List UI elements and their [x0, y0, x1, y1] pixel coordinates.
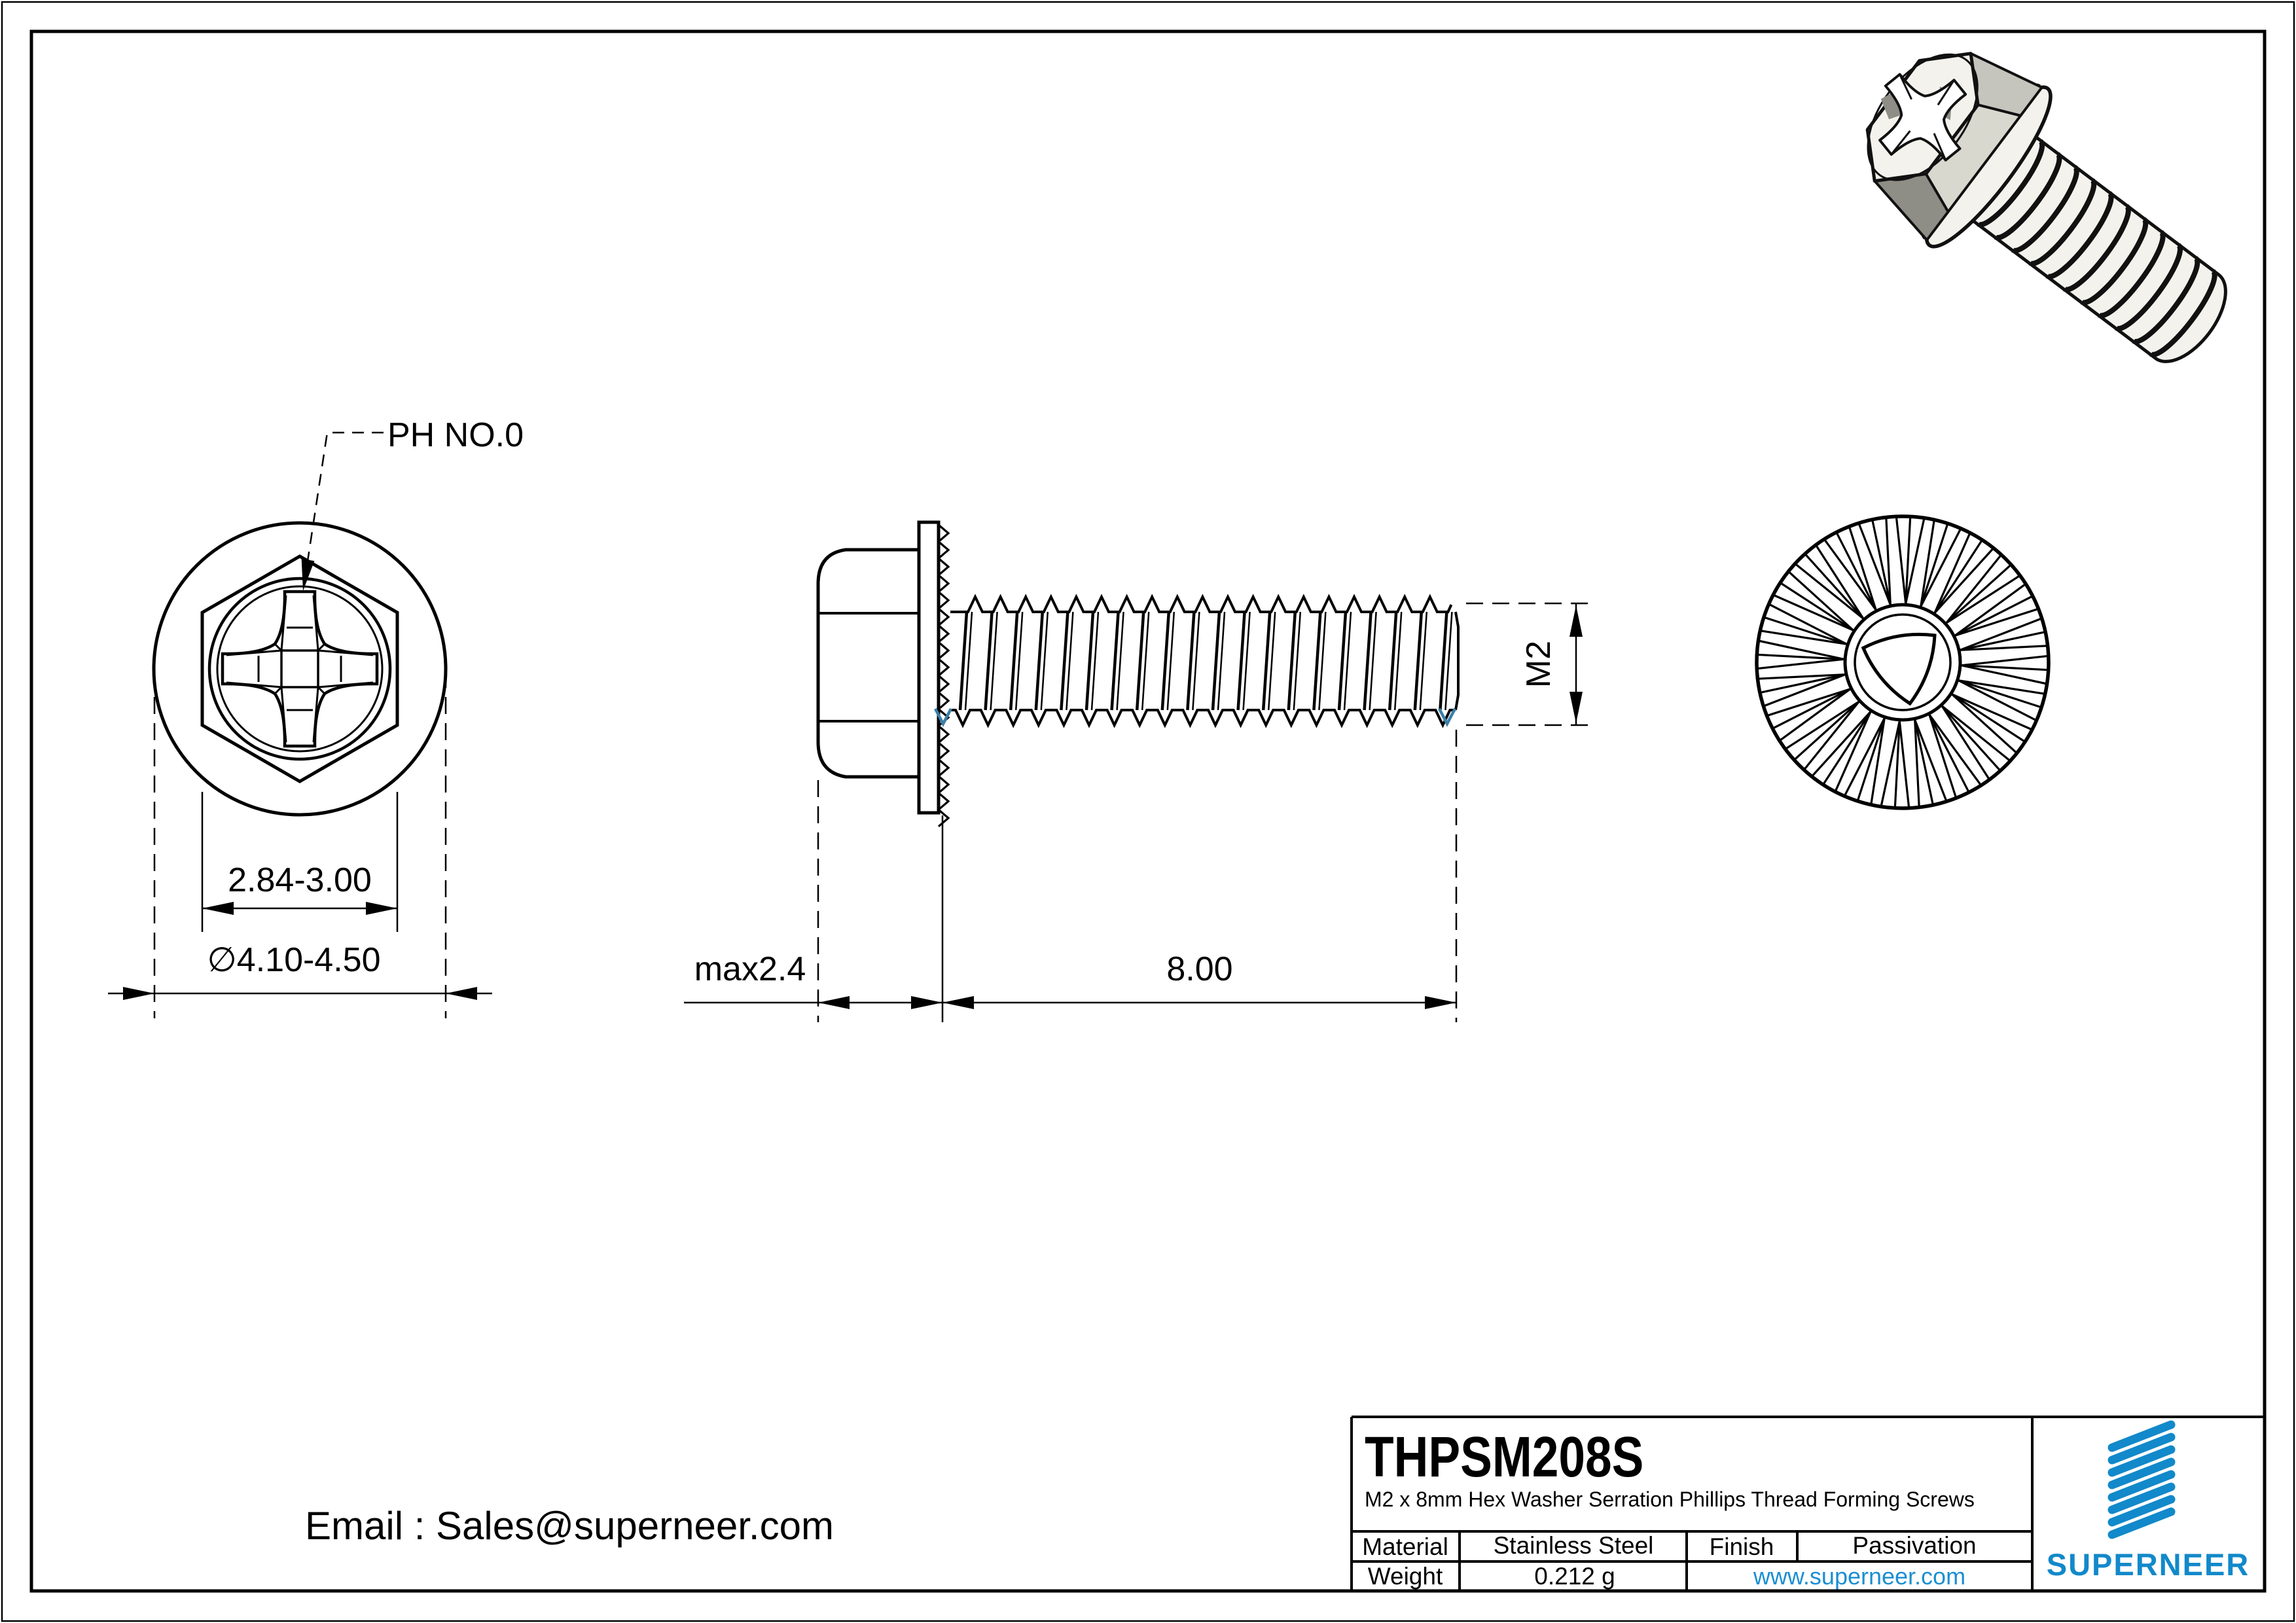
flange-outline-circle — [152, 521, 448, 817]
thread-end-face — [1454, 611, 1460, 711]
material-value: Stainless Steel — [1494, 1532, 1654, 1559]
head-top-circle — [207, 577, 392, 761]
part-number: THPSM208S — [1365, 1425, 1643, 1489]
front-view — [108, 431, 492, 1018]
material-label: Material — [1362, 1533, 1448, 1560]
dimension-arrowheads — [123, 559, 1583, 1009]
phillips-3d — [1878, 73, 1967, 162]
finish-value: Passivation — [1852, 1532, 1976, 1559]
arrowhead-icon — [911, 996, 942, 1009]
arrowhead-icon — [446, 987, 477, 1000]
washer-flange-profile — [917, 520, 941, 815]
logo-stripe — [2108, 1433, 2176, 1465]
arrowhead-icon — [1425, 996, 1456, 1009]
washer-serrations — [1757, 516, 2049, 808]
head-height-label: max2.4 — [694, 950, 806, 988]
arrowhead-icon — [202, 902, 234, 915]
hex-head-profile — [816, 548, 921, 779]
flange-serration-zigzag — [937, 524, 950, 828]
logo-stripe — [2108, 1457, 2176, 1489]
serration-inner-ring — [1843, 603, 1962, 722]
phillips-callout-label: PH NO.0 — [387, 416, 524, 454]
thread-end-mark — [1438, 707, 1456, 727]
flange-extension-lines — [153, 671, 447, 1018]
website-link[interactable]: www.superneer.com — [1753, 1563, 1965, 1590]
brand-wordmark: SUPERNEER — [2047, 1547, 2250, 1582]
washer-outline-circle — [1755, 514, 2051, 810]
contact-email: Email : Sales@superneer.com — [305, 1504, 834, 1548]
trilobular-core — [1861, 632, 1937, 706]
logo-stripe — [2108, 1420, 2176, 1452]
arrowhead-icon — [818, 996, 850, 1009]
arrowhead-icon — [1570, 605, 1583, 637]
arrowhead-icon — [942, 996, 974, 1009]
thread-profile — [950, 594, 1456, 728]
shank-circle — [1854, 613, 1952, 711]
weight-value: 0.212 g — [1534, 1563, 1615, 1590]
thread-ridges-3d — [1977, 139, 2217, 357]
inner-border — [29, 29, 2267, 1593]
logo-stripe — [2108, 1470, 2176, 1502]
logo-stripe — [2108, 1507, 2176, 1539]
shank-3d — [1964, 130, 2227, 363]
flange-dim-label: ∅4.10-4.50 — [207, 941, 380, 979]
thread-length-label: 8.00 — [1166, 950, 1232, 988]
finish-label: Finish — [1710, 1533, 1774, 1560]
arrowhead-icon — [123, 987, 154, 1000]
title-block: THPSM208S M2 x 8mm Hex Washer Serration … — [1350, 1416, 2265, 1590]
hex-dim-label: 2.84-3.00 — [228, 861, 372, 899]
phillips-recess — [221, 590, 379, 748]
title-block-grid — [1350, 1416, 2265, 1590]
head-chamfer-circle — [216, 585, 384, 753]
arrowhead-icon — [1570, 692, 1583, 723]
hex-facet-lines — [818, 612, 919, 722]
superneer-logo-stripes-icon — [2108, 1420, 2176, 1539]
side-view — [684, 520, 1589, 1022]
arrowhead-icon — [366, 902, 397, 915]
callout-leader-line — [302, 431, 384, 592]
part-description: M2 x 8mm Hex Washer Serration Phillips T… — [1365, 1488, 1975, 1511]
arrowhead-icon — [301, 559, 315, 591]
rear-view — [1755, 514, 2051, 810]
m2-extension-lines — [1466, 602, 1589, 726]
weight-label: Weight — [1368, 1563, 1443, 1590]
thread-start-mark — [934, 707, 952, 727]
logo-stripe — [2108, 1482, 2176, 1514]
thread-size-label: M2 — [1520, 641, 1558, 688]
logo-stripe — [2108, 1495, 2176, 1527]
iso-3d-view — [1865, 52, 2227, 363]
logo-stripe — [2108, 1445, 2176, 1477]
hex-outline — [200, 554, 399, 783]
